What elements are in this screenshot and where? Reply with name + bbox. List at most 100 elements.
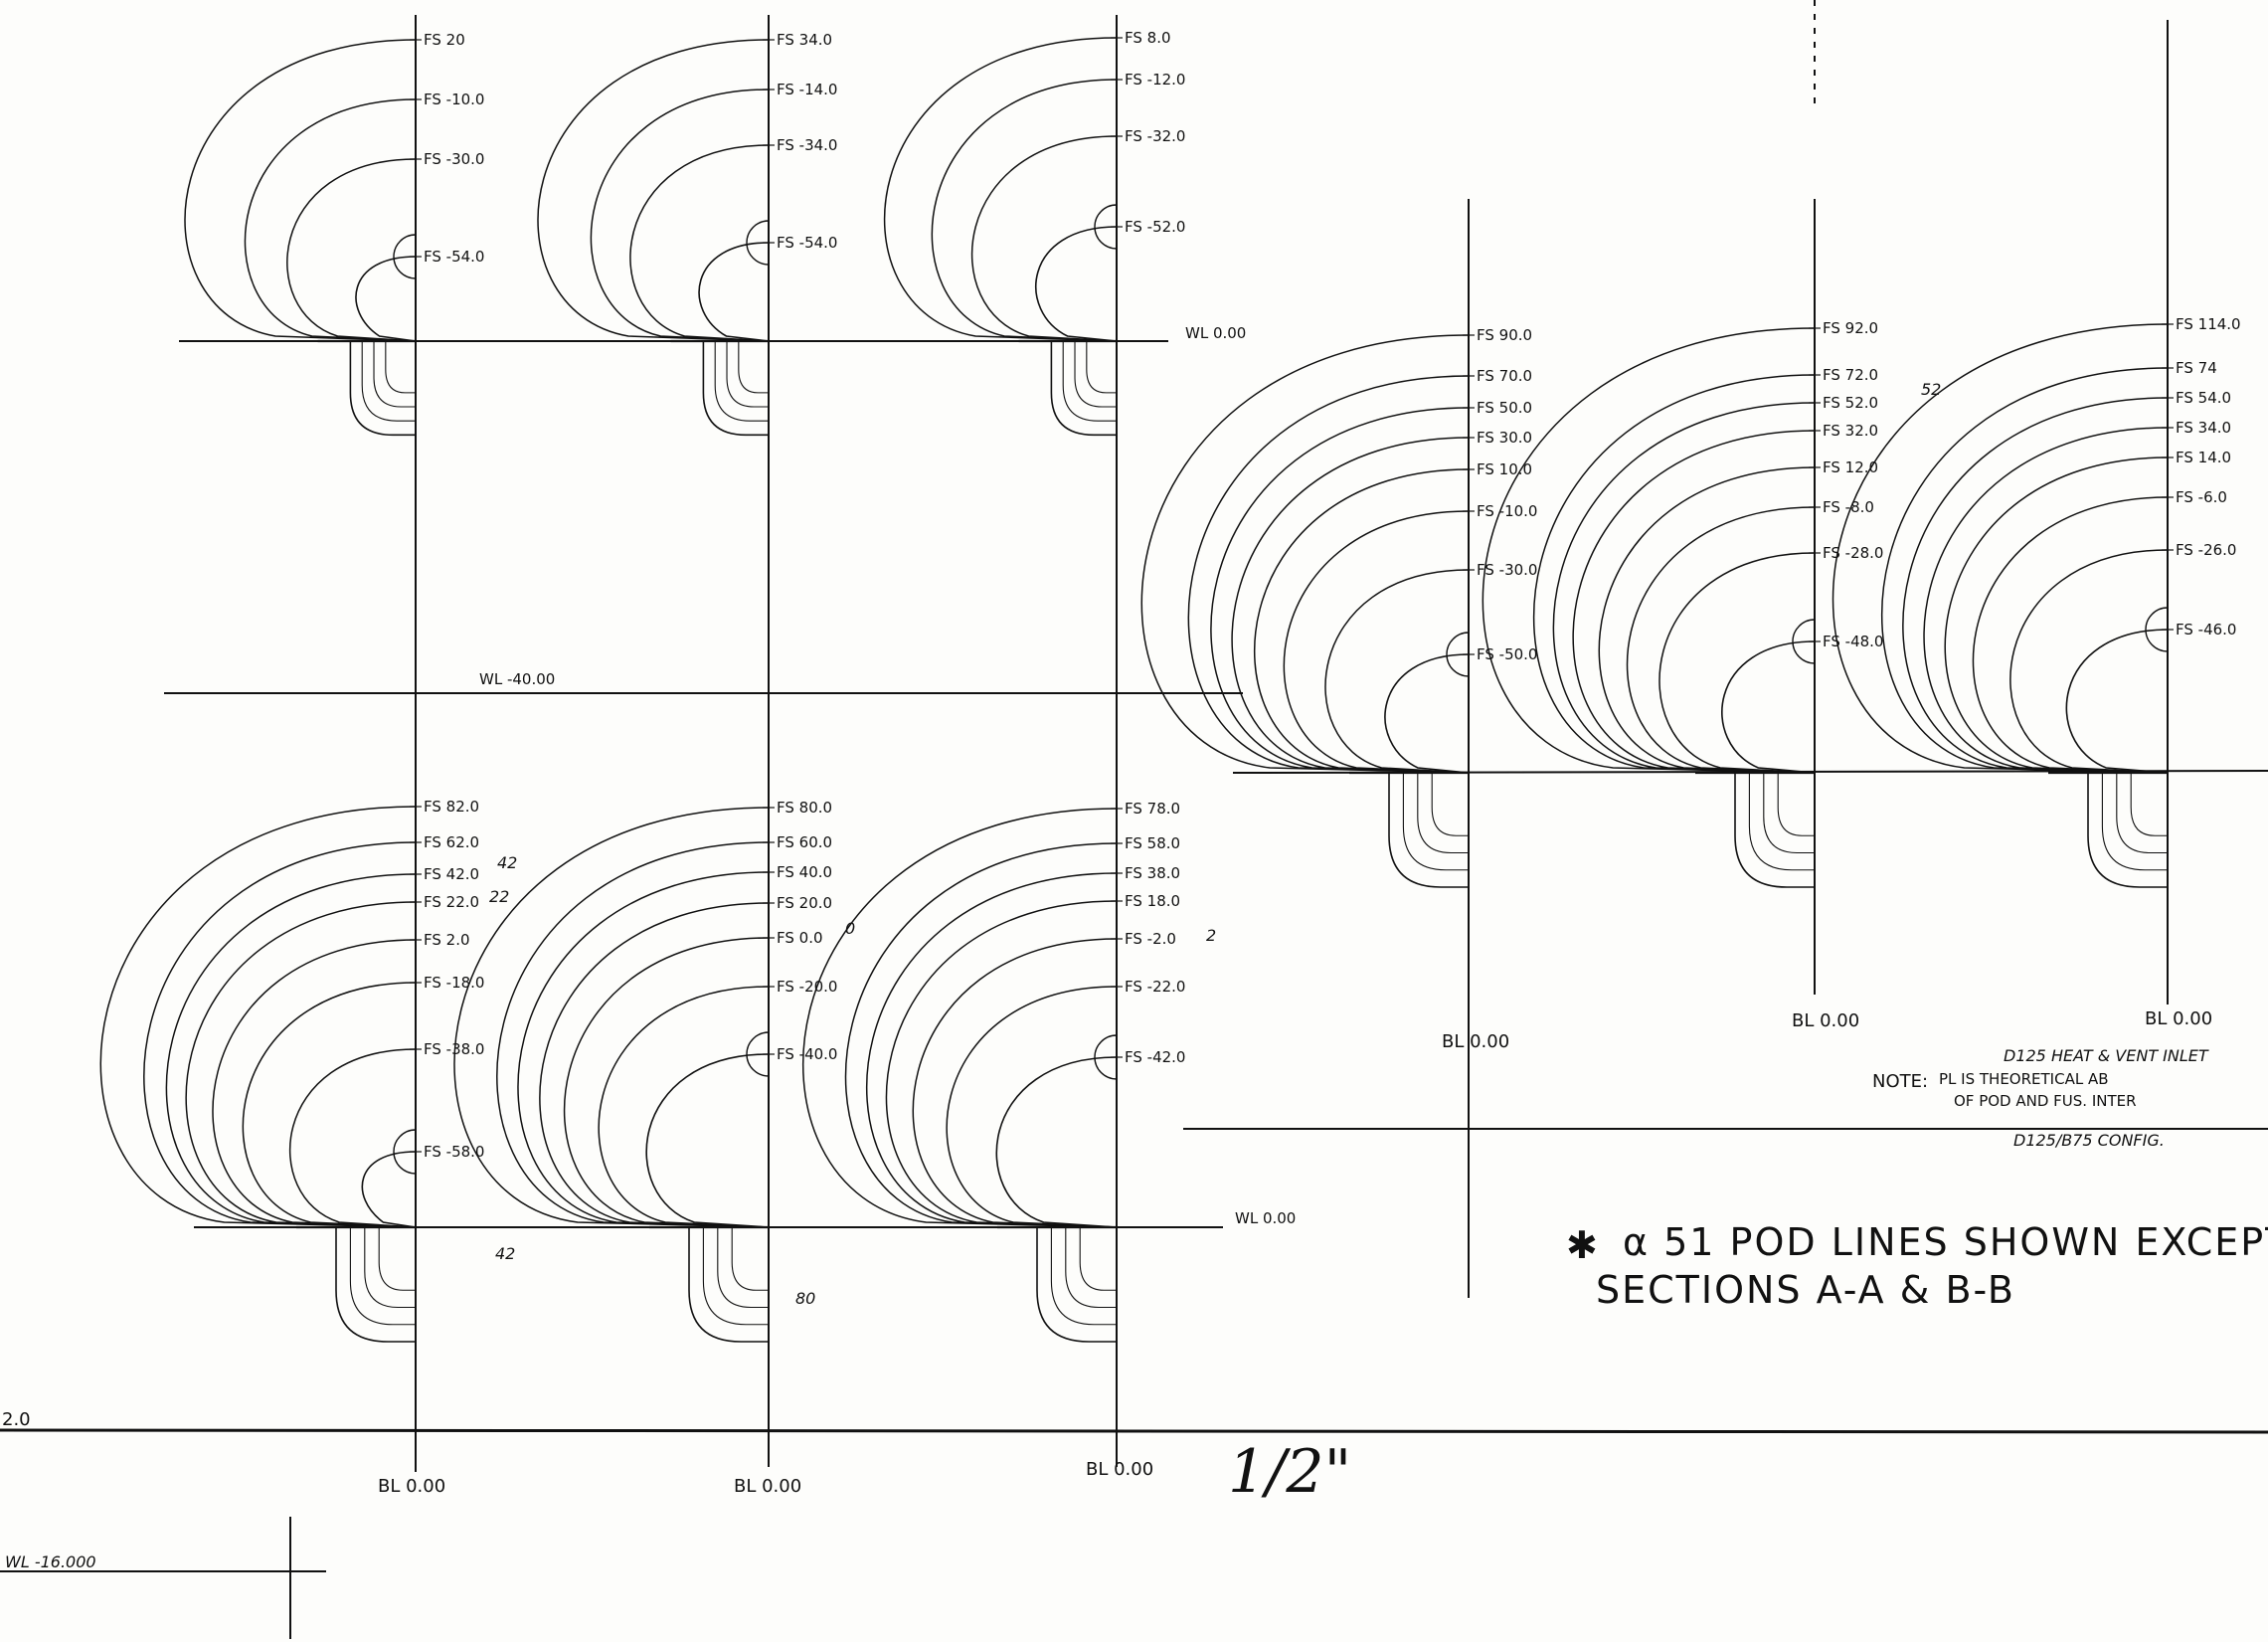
fs-station-curve xyxy=(1210,407,1470,774)
wl-minus16-label: WL -16.000 xyxy=(5,1552,96,1571)
fs-label: FS 74 xyxy=(2176,359,2217,377)
fs-station-curve xyxy=(99,806,417,1228)
fs-label: FS 78.0 xyxy=(1125,800,1180,818)
fs-label: FS 58.0 xyxy=(1125,834,1180,852)
fs-label: FS -32.0 xyxy=(1125,127,1185,145)
section-view-v9 xyxy=(802,808,1118,1343)
fs-label: FS 42.0 xyxy=(424,865,479,883)
pod-station-curve xyxy=(717,1227,769,1309)
fs-station-curve xyxy=(244,98,417,342)
fs-station-curve xyxy=(698,242,770,342)
handwritten-annotation: 80 xyxy=(795,1289,815,1308)
bl-label-6: BL 0.00 xyxy=(2145,1008,2212,1029)
fs-label: FS 14.0 xyxy=(2176,449,2231,466)
inner-loop-curve xyxy=(393,1129,417,1175)
fs-label: FS 54.0 xyxy=(2176,389,2231,407)
pod-station-curve xyxy=(364,1227,416,1309)
pod-station-curve xyxy=(738,341,769,394)
inner-loop-curve xyxy=(1094,1034,1118,1080)
bl-label-1: BL 0.00 xyxy=(378,1476,445,1497)
fs-station-curve xyxy=(212,939,417,1228)
fs-label: FS 10.0 xyxy=(1477,460,1532,478)
fs-station-curve xyxy=(539,902,770,1228)
fs-station-curve xyxy=(563,937,770,1228)
fs-station-curve xyxy=(802,808,1118,1228)
remark-line-1: α 51 POD LINES SHOWN EXCEPT IN xyxy=(1623,1220,2268,1264)
pod-station-curve xyxy=(2101,773,2168,871)
fs-station-curve xyxy=(885,900,1118,1228)
fs-station-curve xyxy=(1035,226,1118,342)
pod-station-curve xyxy=(1417,773,1469,854)
fs-label: FS 60.0 xyxy=(777,833,832,851)
fs-station-curve xyxy=(2065,629,2169,774)
pod-station-curve xyxy=(1086,341,1117,394)
fs-label: FS -30.0 xyxy=(424,150,484,168)
fs-station-curve xyxy=(286,158,417,342)
pod-outline xyxy=(349,341,416,437)
remark-line-2: SECTIONS A-A & B-B xyxy=(1596,1268,2015,1312)
note-line-1: D125 HEAT & VENT INLET xyxy=(2004,1046,2209,1065)
fs-label: FS -14.0 xyxy=(777,81,837,98)
fs-station-curve xyxy=(537,39,770,342)
fs-label: FS 0.0 xyxy=(777,929,823,947)
fs-station-curve xyxy=(242,982,417,1228)
corner-mark: 2.0 xyxy=(2,1409,31,1430)
fs-station-curve xyxy=(1598,466,1816,774)
fs-station-curve xyxy=(931,79,1118,342)
handwritten-annotation: 22 xyxy=(489,887,509,906)
fs-label: FS 70.0 xyxy=(1477,367,1532,385)
handwritten-annotation: 0 xyxy=(845,919,855,938)
fs-station-curve xyxy=(165,873,417,1228)
pod-outline xyxy=(702,341,769,437)
fs-station-curve xyxy=(865,872,1118,1228)
pod-outline xyxy=(2087,773,2168,888)
fs-label: FS -58.0 xyxy=(424,1143,484,1161)
fs-label: FS 40.0 xyxy=(777,863,832,881)
fs-station-curve xyxy=(1187,375,1470,774)
fs-label: FS -8.0 xyxy=(1823,498,1874,516)
pod-station-curve xyxy=(1402,773,1469,871)
fs-label: FS -54.0 xyxy=(777,234,837,252)
pod-outline xyxy=(1036,1227,1117,1343)
pod-station-curve xyxy=(1431,773,1469,836)
fs-label: FS -28.0 xyxy=(1823,544,1883,562)
pod-station-curve xyxy=(1763,773,1815,854)
fs-station-curve xyxy=(1140,334,1470,774)
fs-station-curve xyxy=(143,841,417,1228)
pod-station-curve xyxy=(1748,773,1815,871)
fs-station-curve xyxy=(1254,468,1470,774)
inner-loop-curve xyxy=(2145,607,2169,652)
fs-station-curve xyxy=(995,1056,1118,1228)
fs-station-curve xyxy=(1384,653,1470,774)
fs-label: FS -10.0 xyxy=(424,91,484,108)
handwritten-annotation: 52 xyxy=(1921,380,1941,399)
fs-label: FS 82.0 xyxy=(424,798,479,816)
pod-outline xyxy=(1734,773,1815,888)
fs-label: FS 30.0 xyxy=(1477,429,1532,447)
fs-label: FS -48.0 xyxy=(1823,633,1883,650)
pod-station-curve xyxy=(1777,773,1815,836)
wl-zero-bottom-label: WL 0.00 xyxy=(1235,1209,1296,1227)
section-view-v2 xyxy=(537,39,770,437)
inner-loop-curve xyxy=(746,220,770,266)
fs-label: FS 18.0 xyxy=(1125,892,1180,910)
fs-station-curve xyxy=(883,37,1118,342)
fs-label: FS -42.0 xyxy=(1125,1048,1185,1066)
pod-station-curve xyxy=(726,341,769,408)
pod-station-curve xyxy=(385,341,416,394)
fs-station-curve xyxy=(1832,323,2169,774)
fs-label: FS -6.0 xyxy=(2176,488,2227,506)
fs-label: FS 12.0 xyxy=(1823,458,1878,476)
pod-station-curve xyxy=(1065,1227,1117,1309)
pod-station-curve xyxy=(378,1227,416,1291)
fs-station-curve xyxy=(2009,549,2169,774)
fs-station-curve xyxy=(1532,374,1816,774)
pod-station-curve xyxy=(2130,773,2168,836)
fs-label: FS -26.0 xyxy=(2176,541,2236,559)
note-line-4: D125/B75 CONFIG. xyxy=(2013,1131,2165,1150)
pod-station-curve xyxy=(731,1227,769,1291)
fs-station-curve xyxy=(645,1053,770,1228)
